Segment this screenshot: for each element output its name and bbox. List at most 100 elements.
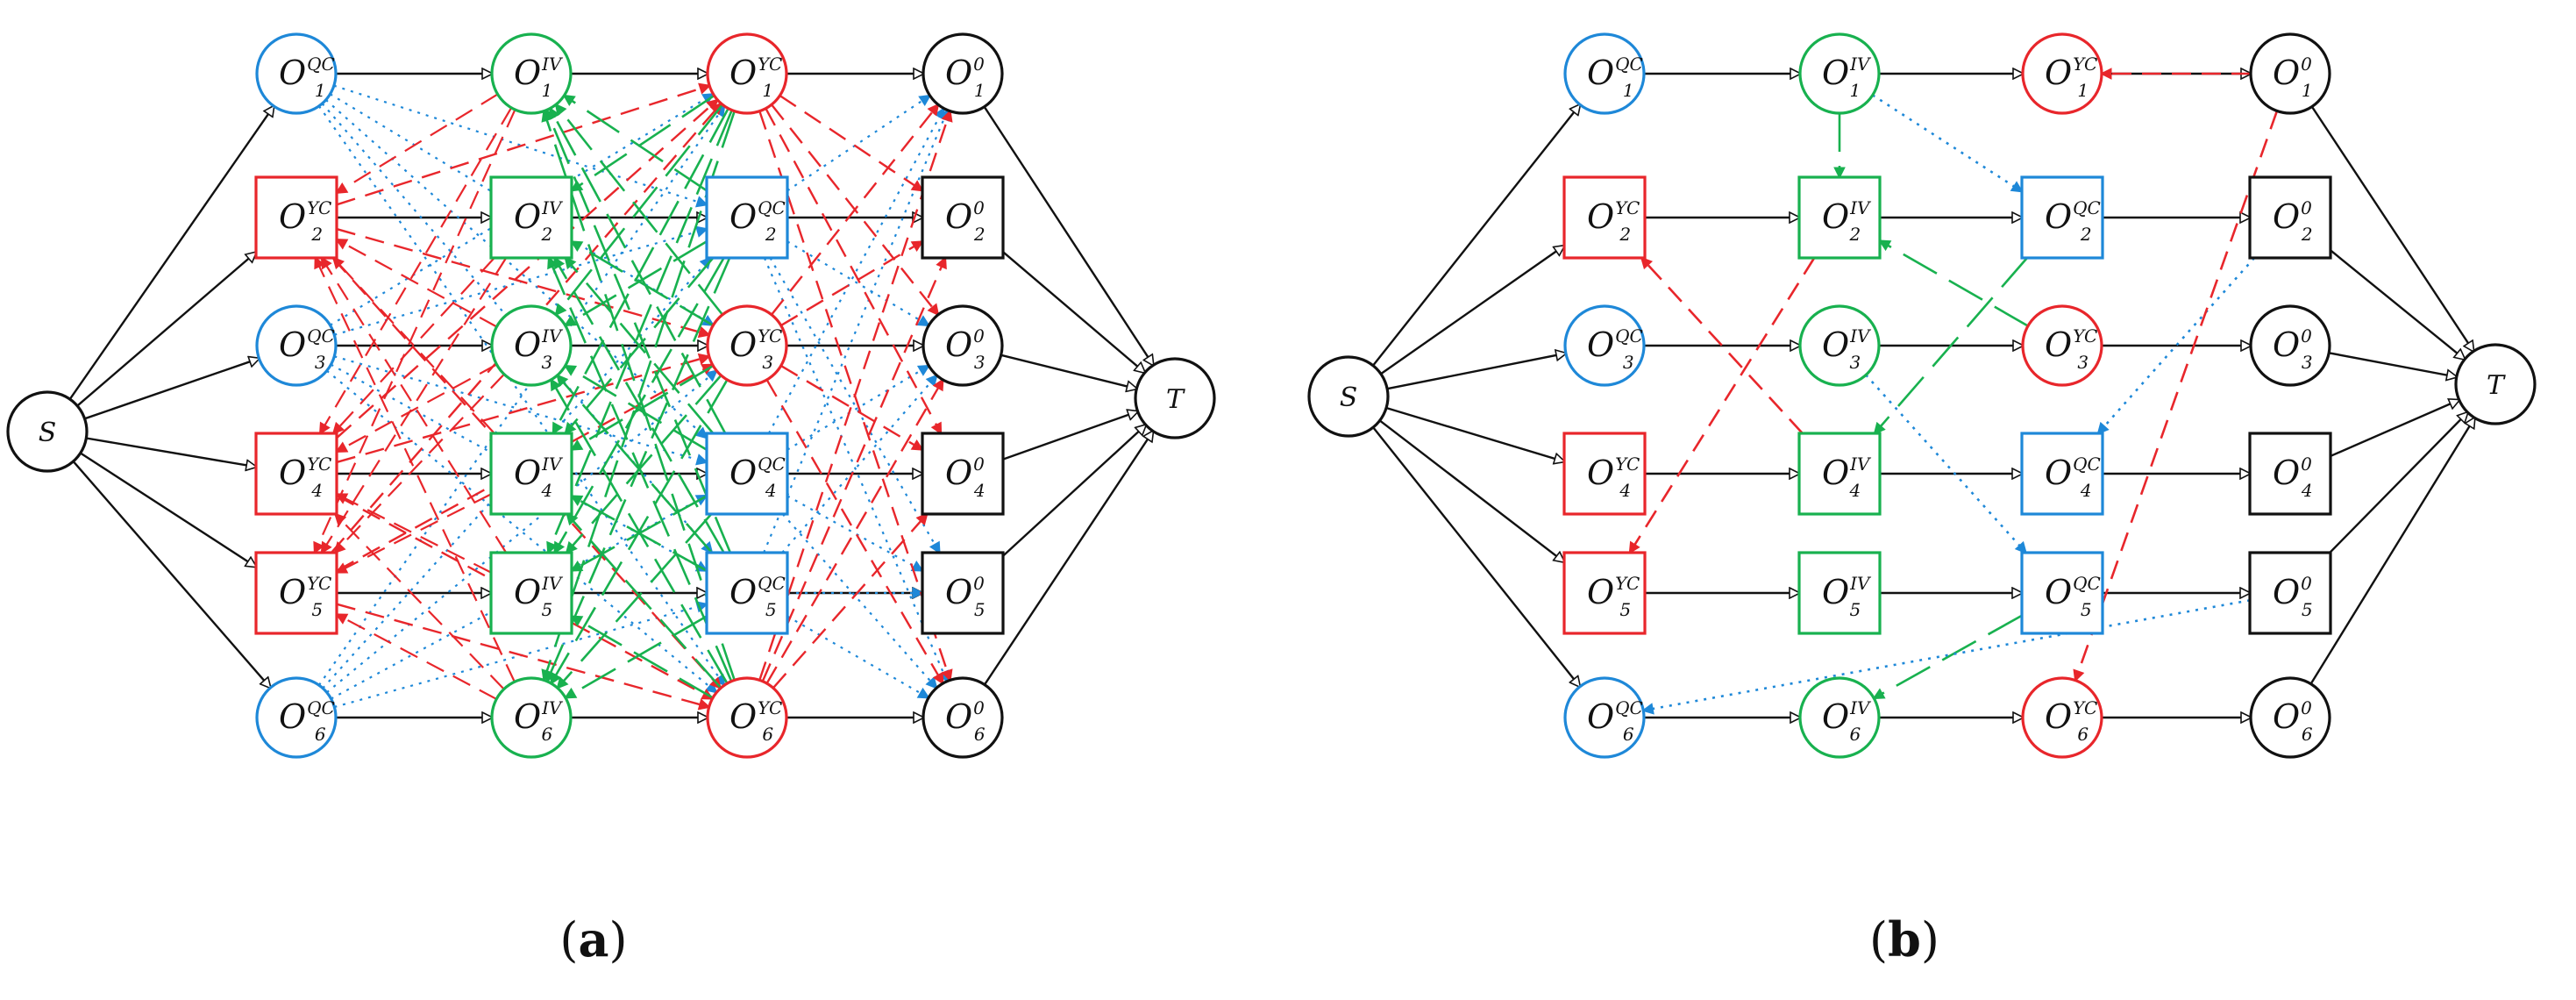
cross-edge-83 — [546, 111, 732, 554]
flow-edge-t-3 — [1000, 354, 1137, 389]
cross-edge-47 — [772, 514, 927, 689]
cross-edge-76 — [566, 375, 722, 553]
node-c3-r1-shape — [706, 32, 788, 115]
node-c4-r2-shape — [2248, 175, 2332, 260]
cross-edge-9 — [326, 369, 717, 693]
node-c4-r3-shape — [922, 304, 1004, 387]
cross-edge-54 — [337, 363, 498, 452]
source-node-shape — [6, 390, 89, 473]
cross-edge-42 — [780, 364, 922, 450]
flow-edge-s-1 — [68, 106, 274, 400]
flow-edge-t-4 — [2330, 400, 2459, 458]
flow-edge-t-3 — [2329, 352, 2457, 376]
cross-edge-49 — [320, 107, 513, 433]
sink-node-shape — [1134, 357, 1216, 439]
cross-edge-66 — [548, 110, 733, 553]
node-c4-r1-shape — [2249, 32, 2331, 115]
flow-edge-t-4 — [1002, 411, 1138, 461]
flow-edge-t-2 — [2330, 249, 2465, 359]
cross-edge-88 — [544, 111, 736, 681]
cross-edge-29 — [331, 257, 720, 689]
cross-edge-41 — [780, 241, 922, 327]
flow-edge-t-1 — [983, 106, 1154, 366]
cross-edge-23 — [763, 111, 948, 554]
node-c4-r4-shape — [921, 432, 1005, 516]
node-c3-r1-shape — [2021, 32, 2103, 115]
source-node-label: S — [39, 418, 57, 448]
node-c1-r1-shape — [255, 32, 338, 115]
cross-edge-90 — [550, 380, 729, 684]
node-c4-r5-shape — [921, 551, 1005, 635]
cross-edge-12 — [1643, 599, 2251, 711]
node-c4-r5-shape — [2248, 551, 2332, 635]
cross-edge-58 — [322, 258, 508, 554]
flow-edge-t-5 — [1002, 425, 1146, 557]
node-c3-r3-shape — [706, 304, 788, 387]
cross-edge-27 — [336, 86, 709, 206]
node-c1-r1-shape — [1563, 32, 1646, 115]
flow-edge-s-2 — [76, 253, 256, 407]
cross-edge-79 — [566, 258, 715, 434]
cross-edge-38 — [765, 108, 943, 433]
cross-edge-62 — [337, 614, 497, 700]
flow-edge-s-3 — [84, 359, 260, 420]
cross-edge-73 — [556, 104, 724, 316]
cross-edge-15 — [786, 96, 930, 192]
cross-edge-40 — [771, 104, 938, 316]
cross-edge-59 — [337, 493, 492, 574]
flow-edge-s-3 — [1386, 354, 1566, 390]
cross-edge-50 — [315, 109, 516, 553]
cross-edge-3 — [1880, 239, 2029, 327]
cross-edge-10 — [317, 106, 724, 686]
cross-edge-10 — [1874, 614, 2023, 700]
cross-edge-57 — [337, 493, 492, 574]
node-c1-r4-shape — [1562, 432, 1647, 516]
node-c2-r2-shape — [489, 175, 573, 260]
node-c3-r2-shape — [2020, 175, 2104, 260]
cross-edge-20 — [786, 366, 929, 451]
node-c3-r4-shape — [2020, 432, 2104, 516]
node-c4-r6-shape — [2249, 676, 2331, 759]
flow-edge-t-6 — [983, 431, 1153, 686]
cross-edge-91 — [567, 514, 722, 689]
cross-edge-26 — [786, 615, 929, 698]
sink-node-label: T — [1166, 384, 1185, 415]
node-c1-r3-shape — [255, 304, 338, 387]
flow-edge-s-5 — [80, 452, 256, 567]
node-c3-r2-shape — [705, 175, 789, 260]
cross-edge-74 — [572, 240, 714, 327]
cross-edge-48 — [337, 93, 499, 192]
panel-caption-a: (a) — [559, 911, 627, 968]
node-c2-r1-shape — [1798, 32, 1881, 115]
source-node-label: S — [1340, 382, 1358, 413]
flow-edge-s-6 — [1372, 426, 1580, 687]
node-c1-r5-shape — [1562, 551, 1647, 635]
node-c2-r6-shape — [1798, 676, 1881, 759]
cross-edge-2 — [324, 99, 707, 438]
node-c1-r4-shape — [254, 432, 338, 516]
cross-edge-60 — [316, 258, 516, 682]
sink-node-shape — [2454, 343, 2537, 425]
cross-edge-51 — [333, 257, 495, 433]
cross-edge-85 — [558, 375, 713, 554]
cross-edge-8 — [1865, 374, 2025, 553]
cross-edge-11 — [2075, 110, 2279, 680]
flow-edge-s-4 — [86, 437, 256, 467]
flow-edge-t-1 — [2310, 105, 2473, 352]
flow-edge-s-6 — [72, 461, 271, 688]
node-c1-r5-shape — [254, 551, 338, 635]
node-c3-r4-shape — [705, 432, 789, 516]
cross-edge-87 — [566, 615, 708, 699]
node-c2-r1-shape — [490, 32, 573, 115]
cross-edge-45 — [761, 258, 945, 682]
cross-edge-19 — [767, 109, 944, 434]
cross-edge-65 — [551, 107, 729, 433]
node-c1-r3-shape — [1563, 304, 1646, 387]
cross-edge-63 — [572, 94, 715, 190]
cross-edge-69 — [566, 240, 708, 327]
panel-caption-b: (b) — [1869, 911, 1939, 968]
node-c3-r6-shape — [2021, 676, 2103, 759]
node-c3-r5-shape — [2020, 551, 2104, 635]
